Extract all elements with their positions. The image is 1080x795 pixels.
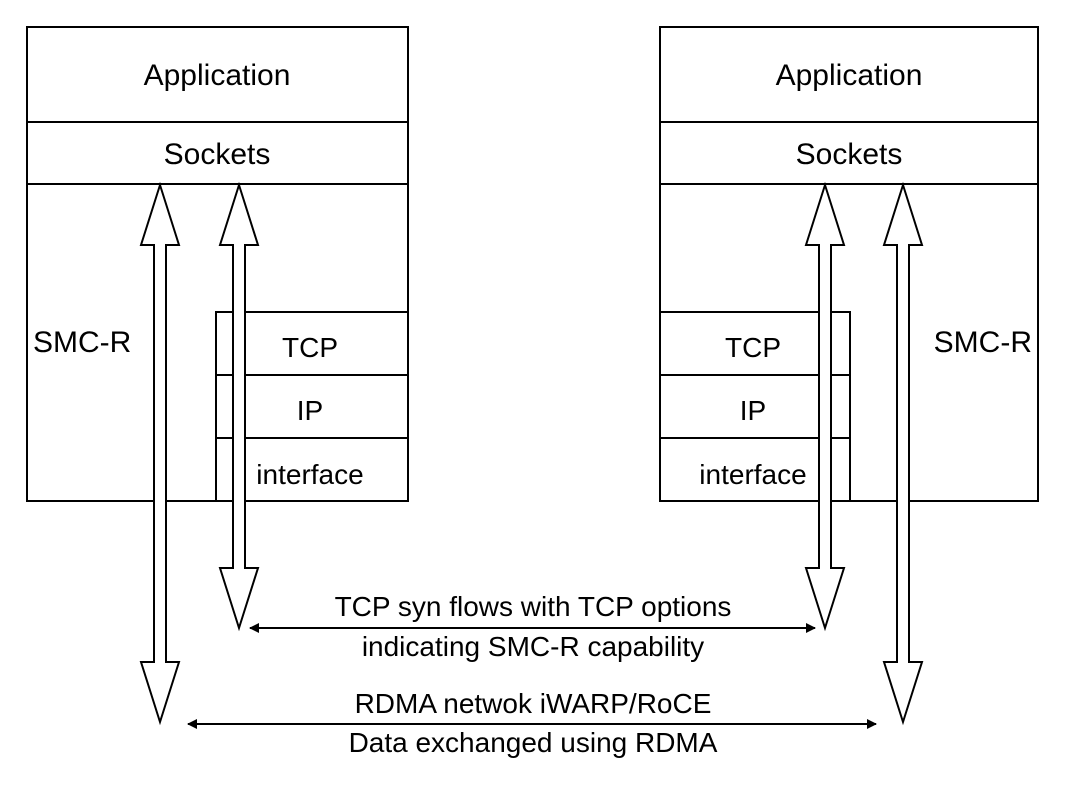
left-application-label: Application	[144, 59, 291, 92]
left-tcp-label: TCP	[282, 332, 338, 363]
left-ip-label: IP	[297, 395, 323, 426]
left-smc-r-label: SMC-R	[33, 326, 131, 359]
right-smc-r-label: SMC-R	[934, 326, 1032, 359]
tcp-flow-label-line1: TCP syn flows with TCP options	[335, 591, 732, 622]
rdma-flow-label-line2: Data exchanged using RDMA	[349, 727, 718, 758]
left-tcpip-stack	[215, 311, 409, 502]
right-host: Application Sockets SMC-R TCP IP interfa…	[659, 26, 1039, 502]
right-tcp-label: TCP	[725, 332, 781, 363]
left-tcp-double-arrow-icon	[218, 181, 260, 632]
right-tcp-double-arrow-icon	[804, 181, 846, 632]
right-smc-r-double-arrow-icon	[882, 181, 924, 726]
right-application-label: Application	[776, 59, 923, 92]
left-smc-r-double-arrow-icon	[139, 181, 181, 726]
left-sockets-label: Sockets	[164, 138, 271, 171]
right-sockets-label: Sockets	[796, 138, 903, 171]
right-ip-label: IP	[740, 395, 766, 426]
right-interface-label: interface	[699, 459, 806, 490]
left-interface-label: interface	[256, 459, 363, 490]
rdma-flow-label-line1: RDMA netwok iWARP/RoCE	[355, 688, 712, 719]
tcp-flow-label-line2: indicating SMC-R capability	[362, 631, 704, 662]
left-host: Application Sockets SMC-R TCP IP interfa…	[26, 26, 409, 502]
